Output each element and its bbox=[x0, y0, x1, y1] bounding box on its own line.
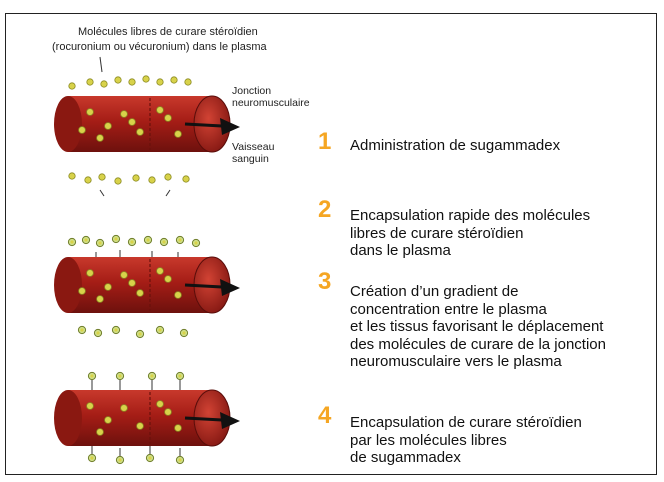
step-3-line-3: et les tissus favorisant le déplacement bbox=[350, 318, 604, 335]
curare-molecule bbox=[114, 177, 122, 185]
curare-molecule bbox=[96, 428, 104, 436]
vessel-2 bbox=[54, 234, 240, 339]
curare-molecule bbox=[98, 173, 106, 181]
curare-molecule bbox=[174, 291, 182, 299]
figure-frame bbox=[5, 13, 657, 475]
curare-molecule bbox=[100, 80, 108, 88]
curare-molecule bbox=[164, 173, 172, 181]
curare-molecule bbox=[156, 78, 164, 86]
step-1-text: Administration de sugammadex bbox=[350, 137, 560, 155]
curare-molecule bbox=[84, 176, 92, 184]
vessel-3 bbox=[54, 371, 240, 465]
curare-molecule bbox=[104, 416, 112, 424]
curare-molecule bbox=[170, 76, 178, 84]
curare-molecule bbox=[128, 78, 136, 86]
flow-arrow-shaft bbox=[184, 416, 223, 422]
flow-arrow-shaft bbox=[184, 122, 223, 128]
curare-molecule bbox=[142, 75, 150, 83]
label-vaisseau-line-1: Vaisseau bbox=[232, 141, 275, 153]
curare-molecule bbox=[174, 424, 182, 432]
curare-molecule bbox=[136, 289, 144, 297]
step-3-line-2: concentration entre le plasma bbox=[350, 300, 547, 318]
curare-molecule bbox=[156, 267, 164, 275]
step-4-number: 4 bbox=[318, 402, 332, 429]
curare-molecule bbox=[86, 269, 94, 277]
step-2-line-1: Encapsulation rapide des molécules bbox=[350, 207, 591, 224]
curare-molecule bbox=[128, 118, 136, 126]
curare-molecule bbox=[86, 402, 94, 410]
curare-molecule bbox=[156, 400, 164, 408]
curare-molecule bbox=[120, 271, 128, 279]
curare-molecule bbox=[136, 422, 144, 430]
curare-molecule bbox=[86, 108, 94, 116]
curare-molecule bbox=[132, 174, 140, 182]
curare-molecule bbox=[114, 76, 122, 84]
curare-molecule bbox=[184, 78, 192, 86]
step-3-line-1: Création d’un gradient de bbox=[350, 283, 519, 300]
curare-molecule bbox=[164, 275, 172, 283]
header-line-2: (rocuronium ou vécuronium) dans le plasm… bbox=[52, 41, 267, 53]
curare-molecule bbox=[164, 114, 172, 122]
curare-molecule bbox=[164, 408, 172, 416]
vessel-1 bbox=[54, 75, 240, 197]
curare-molecule bbox=[96, 134, 104, 142]
step-2-text: Encapsulation rapide des molécules libre… bbox=[350, 207, 590, 260]
flow-arrow-head bbox=[220, 412, 240, 429]
step-4-line-3: de sugammadex bbox=[350, 449, 461, 466]
curare-molecule bbox=[68, 82, 76, 90]
flow-arrow-head bbox=[220, 279, 240, 296]
curare-molecule bbox=[96, 295, 104, 303]
label-jonction-line-2: neuromusculaire bbox=[232, 97, 310, 109]
vessel-left-end bbox=[54, 390, 82, 446]
header-pointer-line bbox=[99, 56, 103, 73]
step-1-number: 1 bbox=[318, 128, 332, 155]
curare-molecule bbox=[78, 126, 86, 134]
curare-molecule bbox=[174, 130, 182, 138]
step-3-number: 3 bbox=[318, 268, 332, 295]
label-vaisseau-line-2: sanguin bbox=[232, 153, 269, 165]
header-line-1: Molécules libres de curare stéroïdien bbox=[78, 26, 258, 38]
vessel-left-end bbox=[54, 96, 82, 152]
step-3-line-4: des molécules de curare de la jonction bbox=[350, 335, 606, 353]
curare-molecule bbox=[136, 128, 144, 136]
vessel-left-end bbox=[54, 257, 82, 313]
curare-molecule bbox=[156, 106, 164, 114]
curare-molecule bbox=[120, 110, 128, 118]
step-4-line-1: Encapsulation de curare stéroïdien bbox=[350, 414, 582, 431]
curare-molecule bbox=[78, 287, 86, 295]
step-2-number: 2 bbox=[318, 196, 332, 223]
label-jonction-line-1: Jonction bbox=[232, 85, 272, 97]
step-2-line-3: dans le plasma bbox=[350, 242, 451, 259]
curare-molecule bbox=[104, 283, 112, 291]
curare-molecule bbox=[148, 176, 156, 184]
curare-molecule bbox=[68, 172, 76, 180]
curare-molecule bbox=[182, 175, 190, 183]
step-4-text: Encapsulation de curare stéroïdien par l… bbox=[350, 414, 582, 467]
step-1-line-1: Administration de sugammadex bbox=[350, 137, 561, 154]
step-4-line-2: par les molécules libres bbox=[350, 431, 507, 449]
flow-arrow-shaft bbox=[184, 283, 223, 289]
curare-molecule bbox=[128, 279, 136, 287]
curare-molecule bbox=[104, 122, 112, 130]
step-3-text: Création d’un gradient de concentration … bbox=[350, 283, 606, 371]
curare-molecule bbox=[86, 78, 94, 86]
step-2-line-2: libres de curare stéroïdien bbox=[350, 224, 524, 242]
flow-arrow-head bbox=[220, 118, 240, 135]
step-3-line-5: neuromusculaire vers le plasma bbox=[350, 353, 562, 370]
curare-molecule bbox=[120, 404, 128, 412]
